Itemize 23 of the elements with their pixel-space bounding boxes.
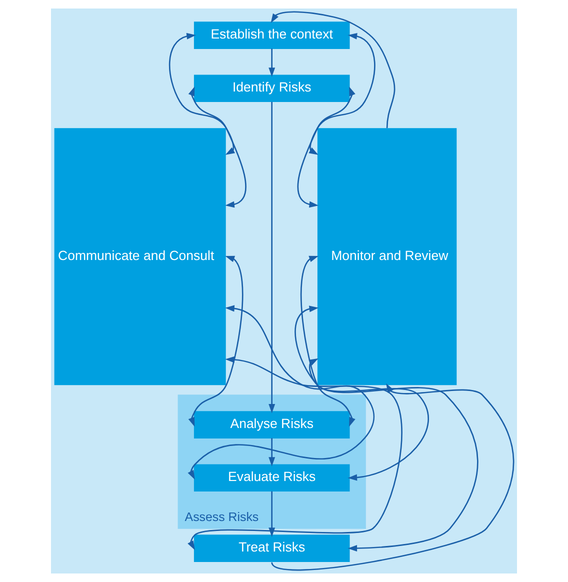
arrow [308, 32, 376, 155]
arrow [188, 86, 246, 208]
node-box: Establish the context [194, 22, 350, 50]
node-box: Communicate and Consult [54, 128, 226, 386]
arrow [268, 438, 276, 466]
node-box: Monitor and Review [317, 128, 457, 386]
arrow [268, 48, 276, 77]
arrow [300, 256, 356, 427]
arrow [188, 256, 244, 427]
arrow [268, 102, 276, 414]
node-box: Evaluate Risks [194, 464, 350, 492]
arrow [188, 356, 402, 550]
arrow [270, 11, 396, 128]
node-box: Treat Risks [194, 534, 350, 562]
arrow [294, 306, 429, 481]
arrow [268, 491, 276, 537]
node-box: Analyse Risks [194, 411, 350, 439]
arrow [188, 305, 375, 480]
node-box: Identify Risks [194, 74, 350, 102]
arrow [271, 383, 514, 571]
arrow [308, 358, 478, 552]
arrow [297, 86, 356, 208]
arrow [169, 32, 236, 155]
